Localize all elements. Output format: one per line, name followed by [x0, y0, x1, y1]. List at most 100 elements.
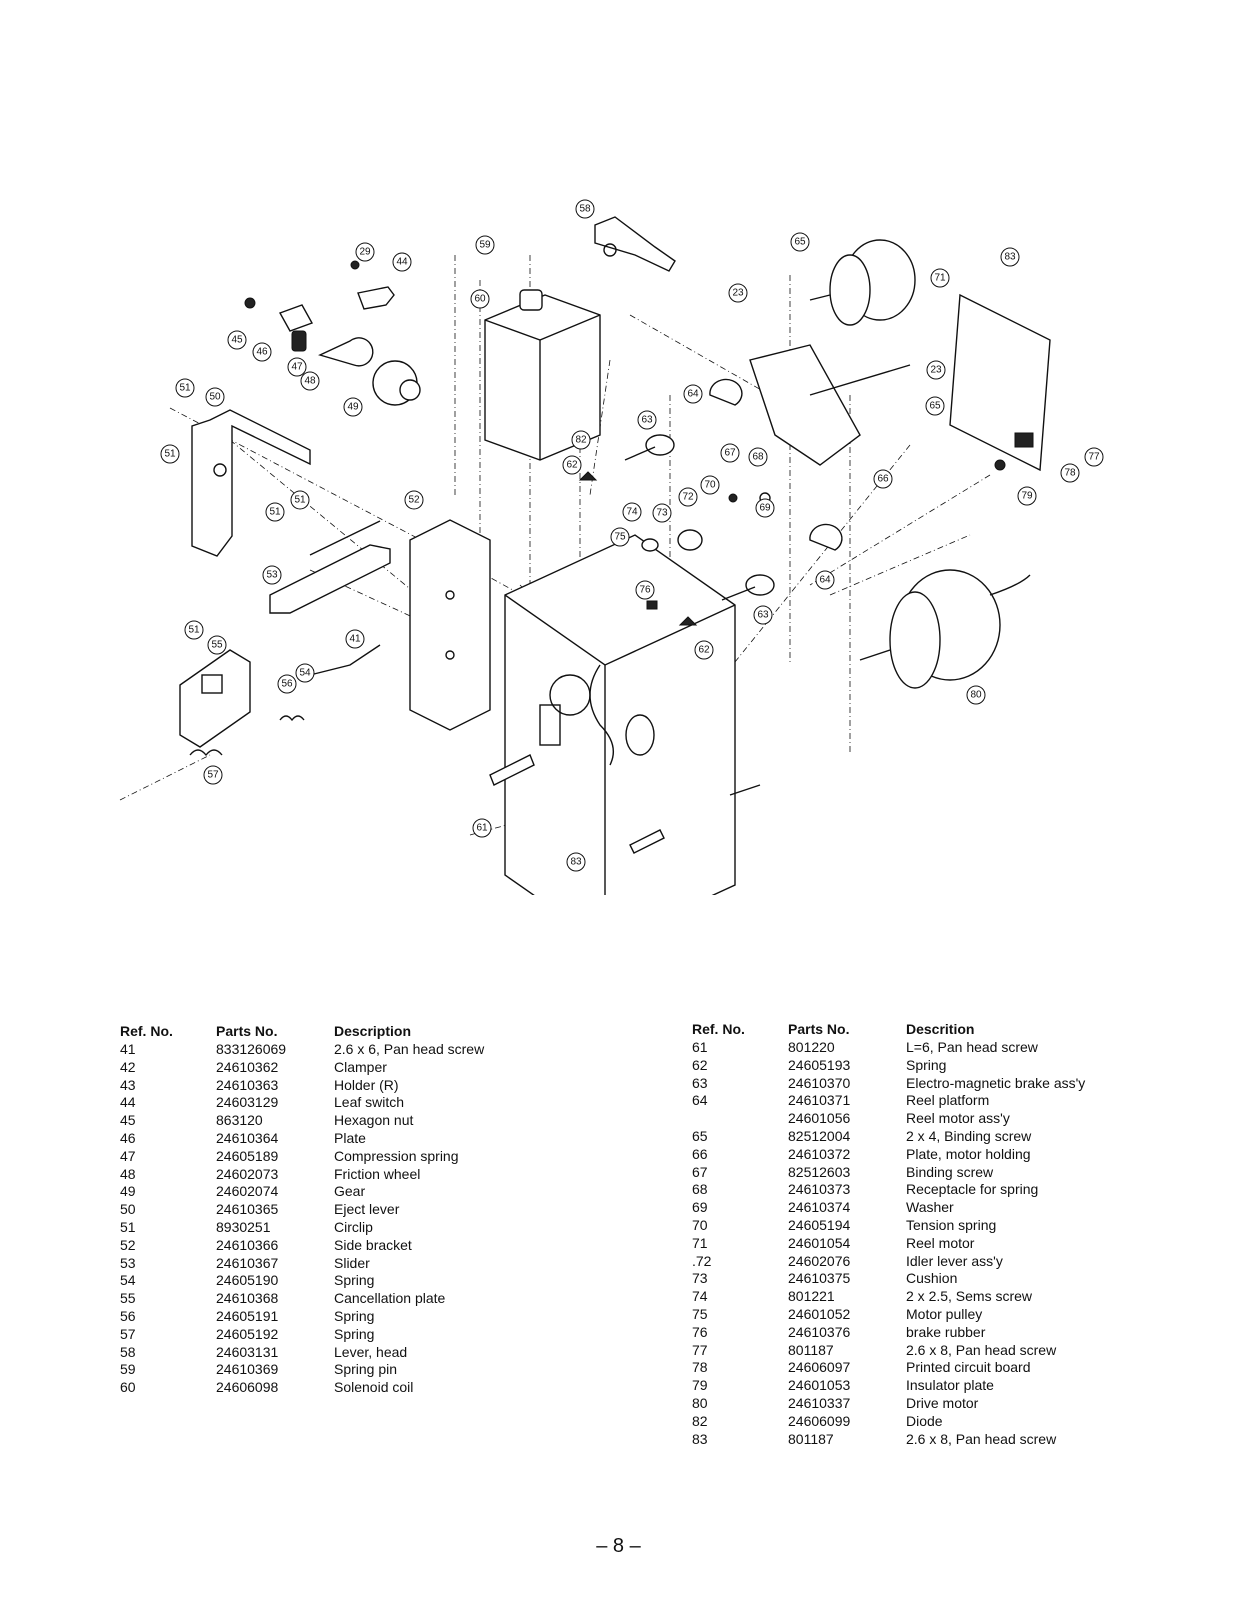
- parts-no-cell: 801221: [788, 1288, 835, 1305]
- ref-no-cell: 44: [120, 1094, 136, 1111]
- callout-label: 76: [639, 585, 651, 596]
- description-cell: Spring: [334, 1307, 375, 1324]
- callout-64: 64: [815, 570, 835, 590]
- ref-no-cell: 56: [120, 1307, 136, 1324]
- description-cell: L=6, Pan head screw: [906, 1039, 1038, 1055]
- callout-79: 79: [1017, 486, 1037, 506]
- ref-no-cell: 53: [120, 1254, 136, 1271]
- ref-no-cell: [692, 1110, 788, 1128]
- description-cell: Clamper: [334, 1058, 387, 1075]
- callout-circle: [694, 640, 714, 660]
- callout-circle: [227, 330, 247, 350]
- callout-circle: [175, 378, 195, 398]
- callout-53: 53: [262, 565, 282, 585]
- ref-no-cell: 49: [120, 1183, 136, 1200]
- parts-no-cell: 24602076: [788, 1252, 851, 1269]
- ref-no-cell: 61: [692, 1039, 708, 1055]
- callout-label: 71: [934, 273, 946, 284]
- callout-circle: [683, 384, 703, 404]
- parts-no-cell: 24605189: [216, 1147, 279, 1164]
- description-cell: Tension spring: [906, 1216, 997, 1233]
- description-header: Descrition: [906, 1020, 975, 1037]
- callout-circle: [755, 498, 775, 518]
- eject-lever-50: [191, 409, 311, 557]
- callout-62: 62: [562, 455, 582, 475]
- parts-no-cell: 801187: [788, 1430, 834, 1447]
- reel-motor-71: [809, 239, 916, 326]
- description-cell: Solenoid coil: [334, 1379, 414, 1396]
- callout-63: 63: [753, 605, 773, 625]
- callout-circle: [930, 268, 950, 288]
- callout-label: 74: [626, 507, 638, 518]
- callout-73: 73: [652, 503, 672, 523]
- ref-no-header: Ref. No.: [120, 1022, 173, 1039]
- callout-circle: [575, 199, 595, 219]
- description-cell: 2 x 2.5, Sems screw: [906, 1288, 1033, 1305]
- callout-circle: [160, 444, 180, 464]
- callout-label: 41: [349, 634, 361, 645]
- head-lever-58: [594, 216, 676, 272]
- ref-no-cell: 42: [120, 1058, 136, 1075]
- ref-no-cell: 52: [120, 1236, 136, 1253]
- ref-no-cell: 77: [692, 1341, 708, 1358]
- callout-label: 48: [304, 376, 316, 387]
- ref-no-cell: 75: [692, 1305, 708, 1322]
- callout-82: 82: [571, 430, 591, 450]
- ref-no-cell: 62: [692, 1056, 708, 1073]
- callout-47: 47: [287, 357, 307, 377]
- callout-label: 80: [970, 690, 982, 701]
- callout-72: 72: [678, 487, 698, 507]
- callout-label: 29: [359, 247, 371, 258]
- parts-no-cell: 24606099: [788, 1412, 851, 1429]
- parts-no-cell: 24602074: [216, 1183, 279, 1200]
- description-cell: Lever, head: [334, 1343, 408, 1360]
- description-cell: Circlip: [334, 1218, 373, 1235]
- callout-circle: [748, 447, 768, 467]
- description-cell: Gear: [334, 1183, 366, 1200]
- callout-23: 23: [728, 283, 748, 303]
- description-cell: Eject lever: [334, 1201, 400, 1218]
- description-cell: Spring: [334, 1272, 375, 1289]
- description-cell: Washer: [906, 1199, 954, 1216]
- callout-66: 66: [873, 469, 893, 489]
- callout-59: 59: [475, 235, 495, 255]
- callout-label: 60: [474, 294, 486, 305]
- callout-circle: [1000, 247, 1020, 267]
- reel-parts: [578, 378, 1006, 626]
- parts-no-cell: 24610364: [216, 1129, 279, 1146]
- callout-circle: [404, 490, 424, 510]
- description-cell: Compression spring: [334, 1147, 459, 1164]
- callout-55: 55: [207, 635, 227, 655]
- table-row: 56 24605191 Spring: [120, 1308, 574, 1326]
- ref-no-cell: 76: [692, 1323, 708, 1340]
- callout-51: 51: [265, 502, 285, 522]
- parts-no-cell: 24605191: [216, 1307, 279, 1324]
- drive-motor-80: [859, 569, 1031, 689]
- callout-80: 80: [966, 685, 986, 705]
- callout-circle: [345, 629, 365, 649]
- parts-no-cell: 801220: [788, 1039, 835, 1055]
- callout-circle: [635, 580, 655, 600]
- callout-64: 64: [683, 384, 703, 404]
- description-cell: Reel platform: [906, 1092, 990, 1109]
- callout-label: 63: [757, 610, 769, 621]
- ref-no-cell: 54: [120, 1272, 136, 1289]
- callout-circle: [700, 475, 720, 495]
- ref-no-cell: 57: [120, 1325, 136, 1342]
- callout-circle: [262, 565, 282, 585]
- upper-left-parts: [244, 260, 421, 406]
- description-cell: Idler lever ass'y: [906, 1252, 1003, 1269]
- parts-no-cell: 24610372: [788, 1145, 851, 1162]
- callout-label: 53: [266, 570, 278, 581]
- description-cell: Motor pulley: [906, 1305, 983, 1322]
- table-header-row: Ref. No. Parts No. Description: [120, 1022, 574, 1041]
- parts-no-cell: 833126069: [216, 1041, 287, 1057]
